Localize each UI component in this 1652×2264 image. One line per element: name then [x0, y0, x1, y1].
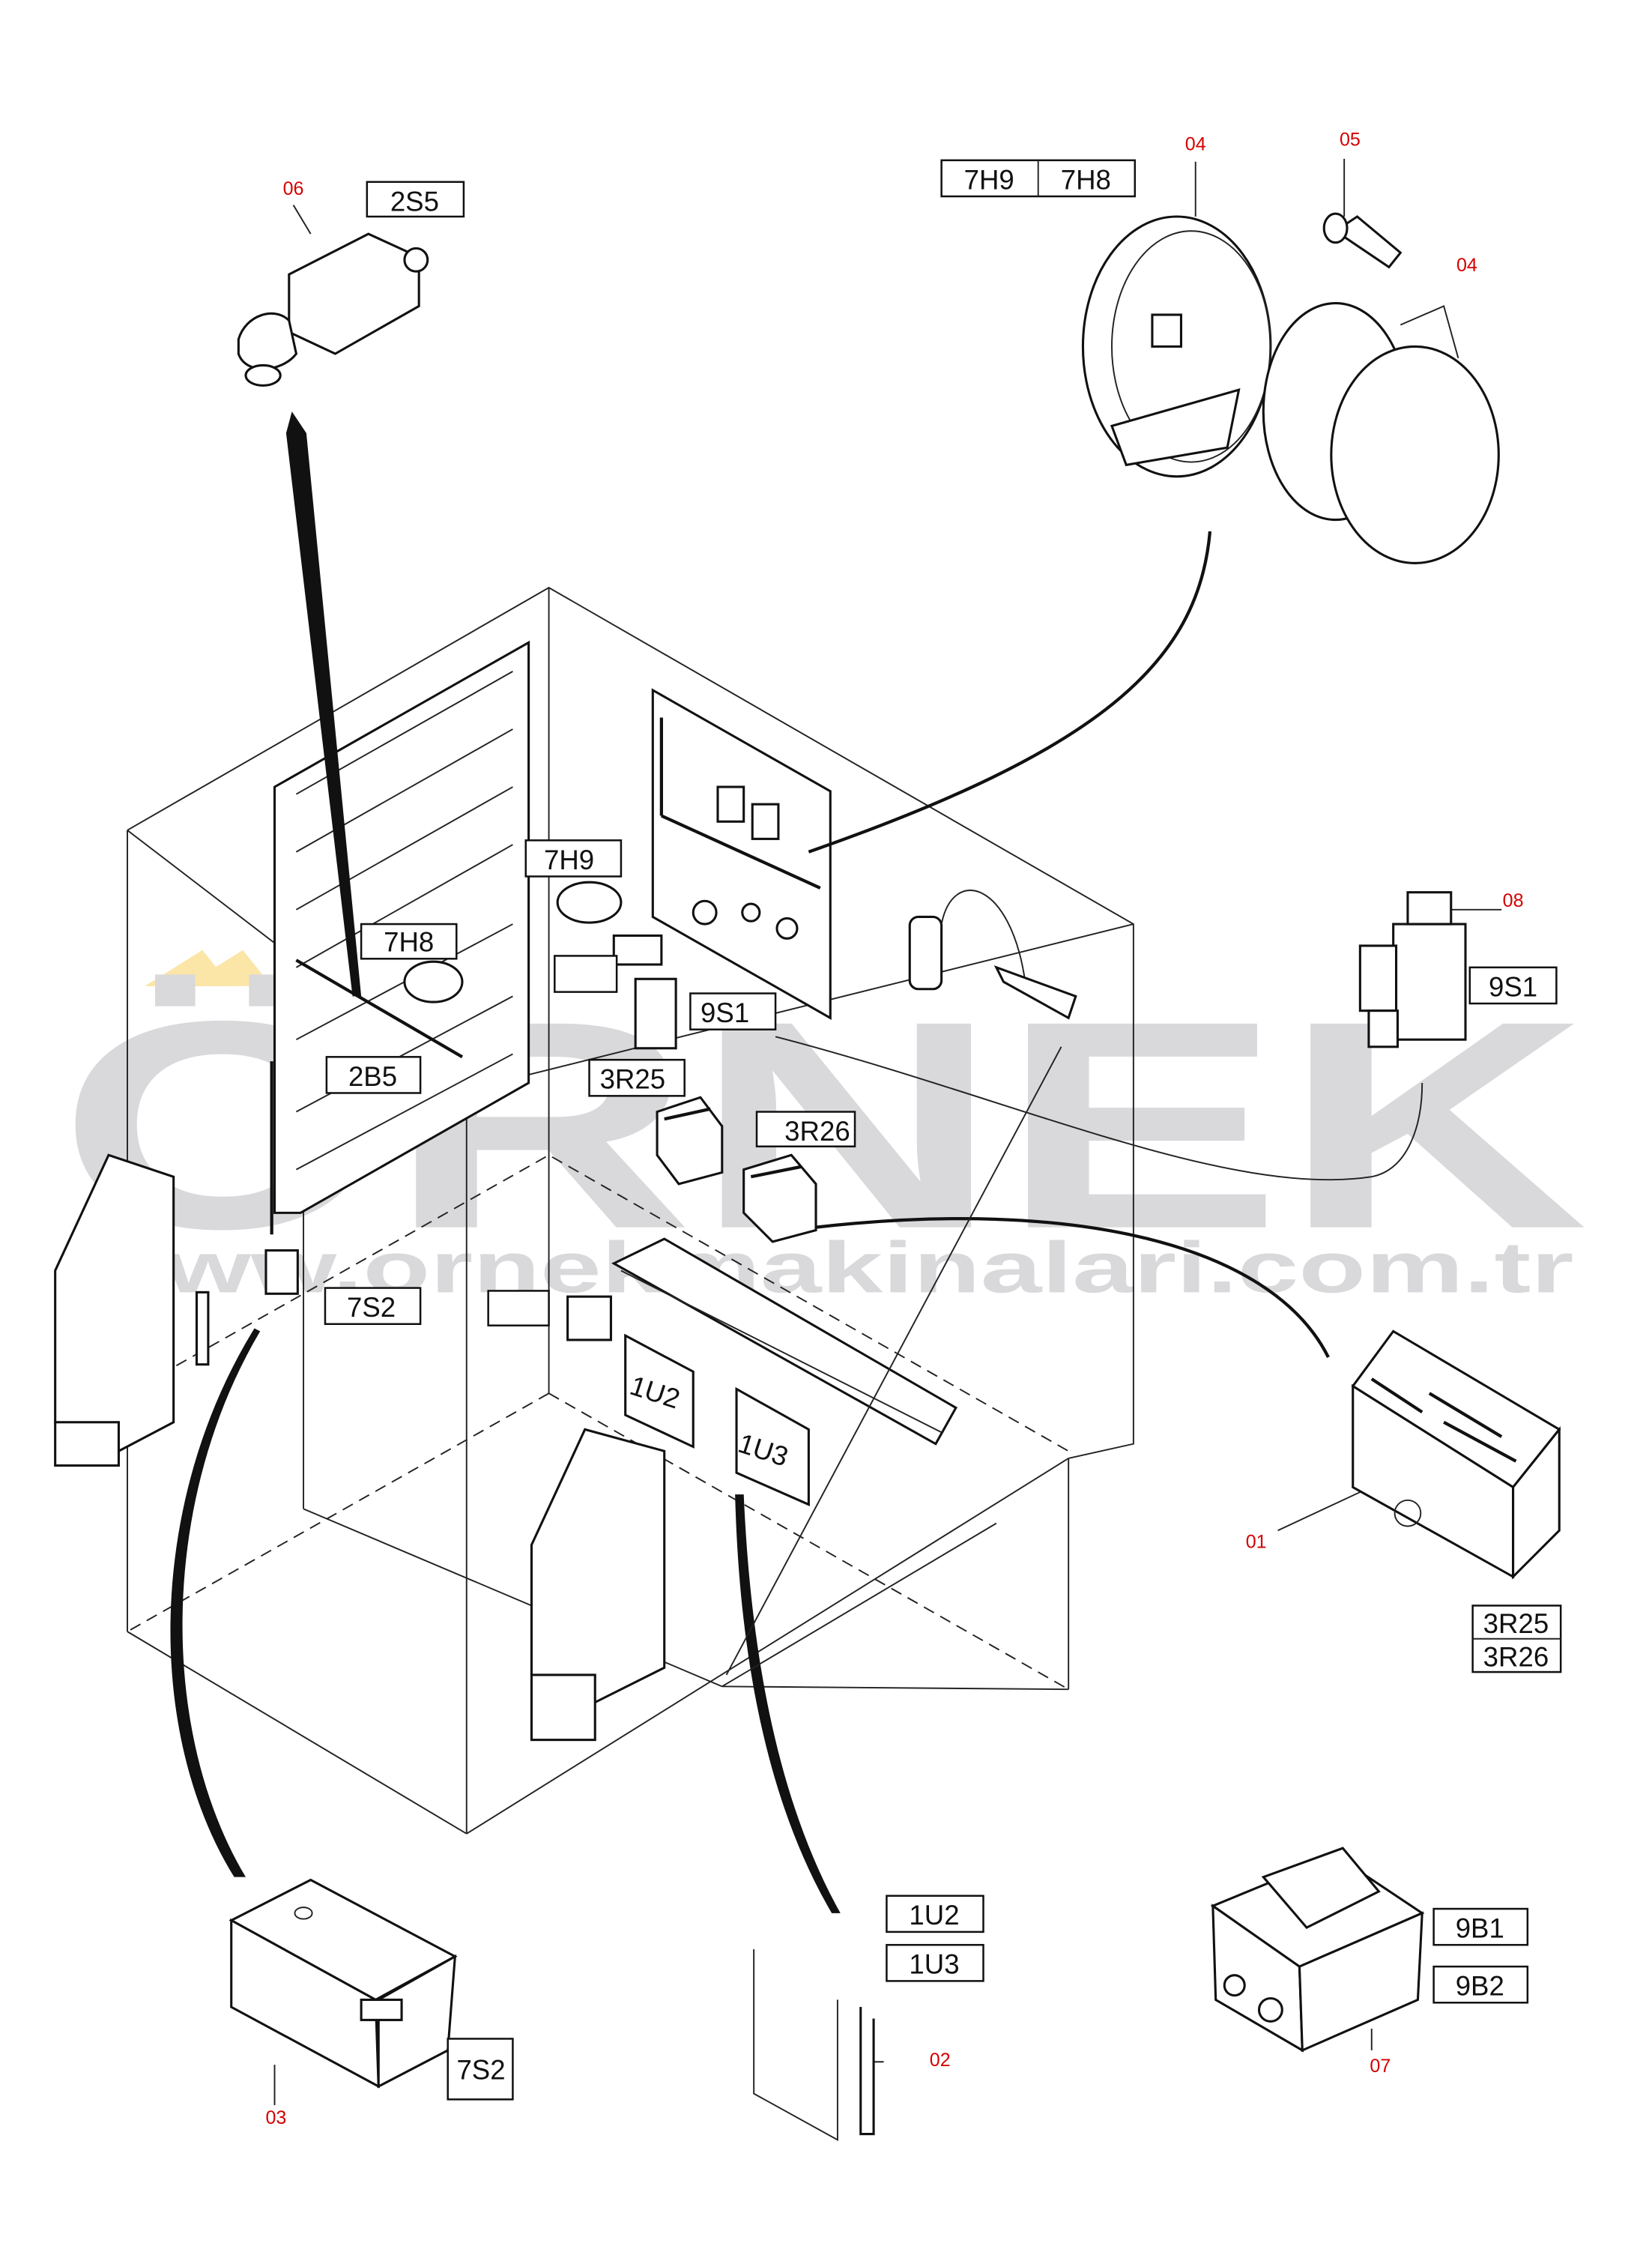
svg-text:7H8: 7H8 — [384, 927, 434, 958]
svg-text:2B5: 2B5 — [348, 1061, 397, 1092]
callout-05: 05 — [1340, 130, 1361, 151]
label-3r25-inner: 3R25 — [588, 1058, 686, 1097]
main-switch-07 — [1210, 1847, 1425, 2053]
callout-04-cover: 04 — [1456, 255, 1477, 276]
switch-9s1-08 — [1358, 891, 1467, 1048]
label-3r25-3r26: 3R25 3R26 — [1471, 1605, 1562, 1673]
pedestal-left — [54, 1153, 175, 1467]
label-1u3: 1U3 — [886, 1943, 984, 1982]
svg-text:3R26: 3R26 — [784, 1116, 850, 1147]
svg-text:9B1: 9B1 — [1456, 1913, 1504, 1944]
switch-9s1-small — [634, 977, 677, 1050]
svg-text:9S1: 9S1 — [701, 997, 749, 1028]
svg-text:7H9: 7H9 — [964, 164, 1014, 195]
leader-lines — [170, 158, 1502, 2106]
callout-02: 02 — [930, 2050, 951, 2071]
label-blank — [487, 1290, 550, 1326]
svg-text:7S2: 7S2 — [347, 1292, 396, 1323]
resistor-3r25-small — [656, 1096, 724, 1186]
foot-switch-03 — [229, 1878, 458, 2089]
label-7h9-inner: 7H9 — [524, 839, 623, 878]
bulb-05 — [1322, 212, 1403, 269]
profile-1u3 — [735, 1386, 810, 1506]
din-rail-channel — [611, 1237, 957, 1446]
resistor-01 — [1351, 1329, 1561, 1580]
label-1u2: 1U2 — [886, 1895, 984, 1934]
svg-text:3R26: 3R26 — [1483, 1641, 1549, 1672]
control-panel — [651, 688, 832, 1020]
svg-text:2S5: 2S5 — [390, 186, 439, 217]
svg-text:1U3: 1U3 — [909, 1949, 959, 1980]
profile-02 — [753, 1948, 875, 2141]
label-7h9-7h8: 7H9 7H8 — [940, 159, 1137, 198]
lamp-cover-04 — [1262, 302, 1500, 564]
label-7h8-inner: 7H8 — [360, 923, 458, 960]
label-3r26-inner: 3R26 — [755, 1111, 856, 1148]
callout-08: 08 — [1503, 890, 1524, 911]
svg-text:7H9: 7H9 — [544, 845, 594, 875]
svg-text:3R25: 3R25 — [1483, 1608, 1549, 1639]
label-blank — [554, 955, 618, 993]
callout-04-lamp: 04 — [1185, 133, 1206, 154]
filter-with-cable — [908, 890, 1077, 1020]
label-2s5: 2S5 — [366, 181, 465, 218]
svg-text:7H8: 7H8 — [1061, 164, 1111, 195]
label-7s2: 7S2 — [447, 2038, 514, 2101]
svg-text:7S2: 7S2 — [456, 2054, 505, 2085]
svg-text:9S1: 9S1 — [1489, 971, 1537, 1002]
lamp-7h9 — [556, 881, 623, 924]
callout-07: 07 — [1370, 2056, 1391, 2077]
switch-9b-small — [566, 1295, 612, 1341]
svg-text:1U2: 1U2 — [909, 1900, 959, 1931]
lamp-7h8 — [403, 960, 464, 1003]
limit-switch-06 — [237, 232, 429, 387]
watermark-accent — [185, 950, 272, 986]
callout-01: 01 — [1246, 1531, 1267, 1552]
svg-text:3R25: 3R25 — [600, 1064, 665, 1095]
label-7s2-inner: 7S2 — [324, 1287, 422, 1325]
label-9s1-inner: 9S1 — [689, 992, 777, 1030]
label-9b1: 9B1 — [1432, 1907, 1529, 1946]
label-9b2: 9B2 — [1432, 1965, 1529, 2004]
label-9s1-right: 9S1 — [1468, 966, 1558, 1005]
beacon-lamp-04 — [1081, 215, 1272, 478]
resistor-3r26-small — [742, 1153, 817, 1243]
label-2b5: 2B5 — [325, 1056, 422, 1094]
relay — [612, 934, 663, 966]
pedestal-center — [530, 1428, 666, 1742]
profile-1u2 — [624, 1333, 695, 1449]
svg-text:9B2: 9B2 — [1456, 1971, 1504, 2002]
callout-03: 03 — [266, 2107, 287, 2128]
callout-06: 06 — [283, 178, 304, 199]
